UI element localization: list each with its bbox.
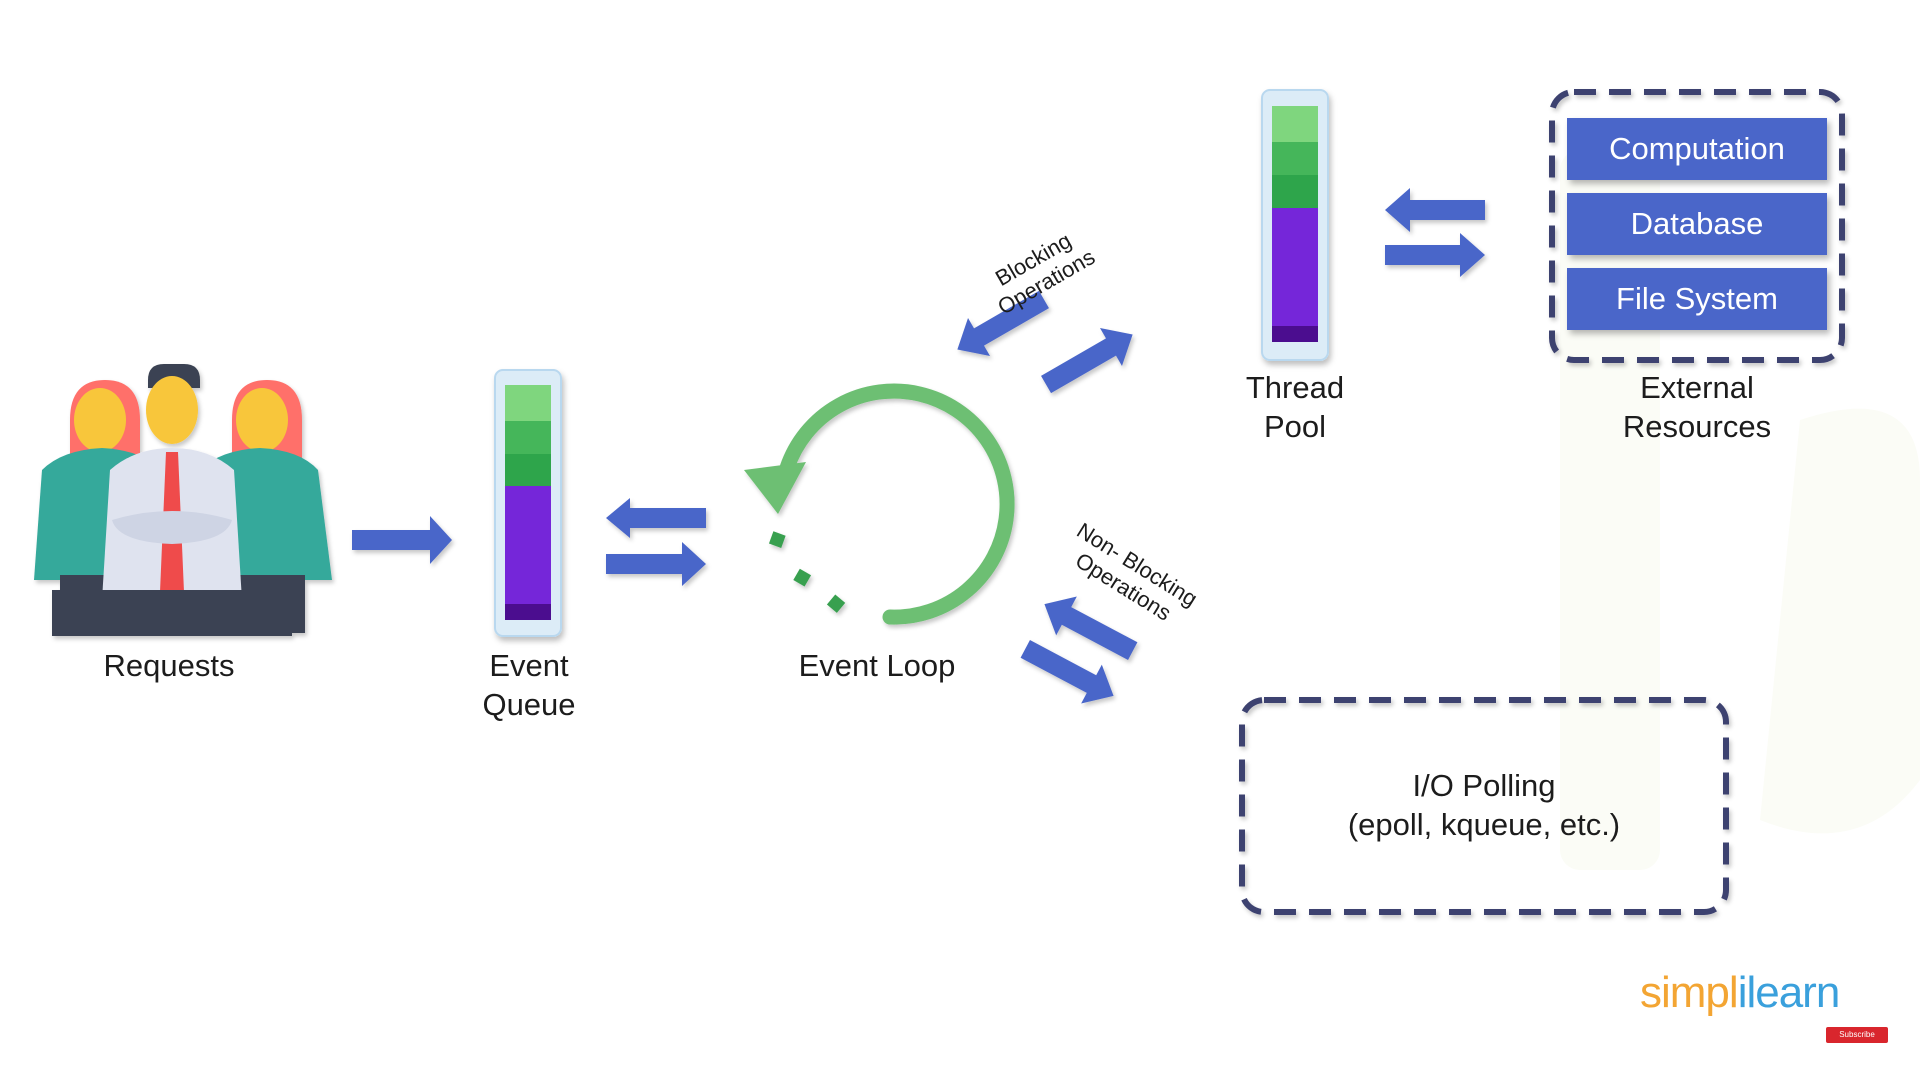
external-resources-label: External Resources <box>1577 368 1817 446</box>
youtube-subscribe-badge[interactable]: Subscribe <box>1826 1027 1888 1043</box>
io-polling-label-line1: I/O Polling <box>1412 768 1556 803</box>
event-loop-icon <box>744 383 1015 625</box>
arrows-threadpool-external <box>1385 188 1485 277</box>
event-queue-label-line1: Event <box>489 648 569 683</box>
external-resources-label-line1: External <box>1640 370 1754 405</box>
database-box: Database <box>1567 193 1827 255</box>
thread-pool-tube <box>1261 89 1329 361</box>
arrows-blocking-operations <box>957 290 1133 394</box>
external-resources-label-line2: Resources <box>1622 409 1772 444</box>
requests-label: Requests <box>103 648 235 683</box>
arrows-nonblocking-operations <box>1020 596 1138 704</box>
event-queue-label: Event Queue <box>429 646 629 724</box>
background-watermark <box>1560 150 1920 870</box>
thread-pool-label-line2: Pool <box>1263 409 1327 444</box>
simplilearn-logo: simplilearn <box>1640 968 1841 1018</box>
event-queue-tube <box>494 369 562 637</box>
logo-part1: simpl <box>1640 968 1739 1017</box>
event-loop-label: Event Loop <box>798 648 956 683</box>
arrow-requests-to-queue <box>352 516 452 564</box>
logo-part2: ilearn <box>1737 968 1841 1017</box>
file-system-box: File System <box>1567 268 1827 330</box>
thread-pool-label-line1: Thread <box>1245 370 1345 405</box>
computation-box: Computation <box>1567 118 1827 180</box>
io-polling-label: I/O Polling (epoll, kqueue, etc.) <box>1284 766 1684 844</box>
io-polling-container <box>1239 697 1729 915</box>
event-queue-label-line2: Queue <box>482 687 576 722</box>
thread-pool-label: Thread Pool <box>1195 368 1395 446</box>
arrows-queue-loop <box>606 498 706 586</box>
io-polling-label-line2: (epoll, kqueue, etc.) <box>1347 807 1621 842</box>
requests-people-icon <box>34 364 332 636</box>
external-resources-container <box>1549 89 1845 363</box>
